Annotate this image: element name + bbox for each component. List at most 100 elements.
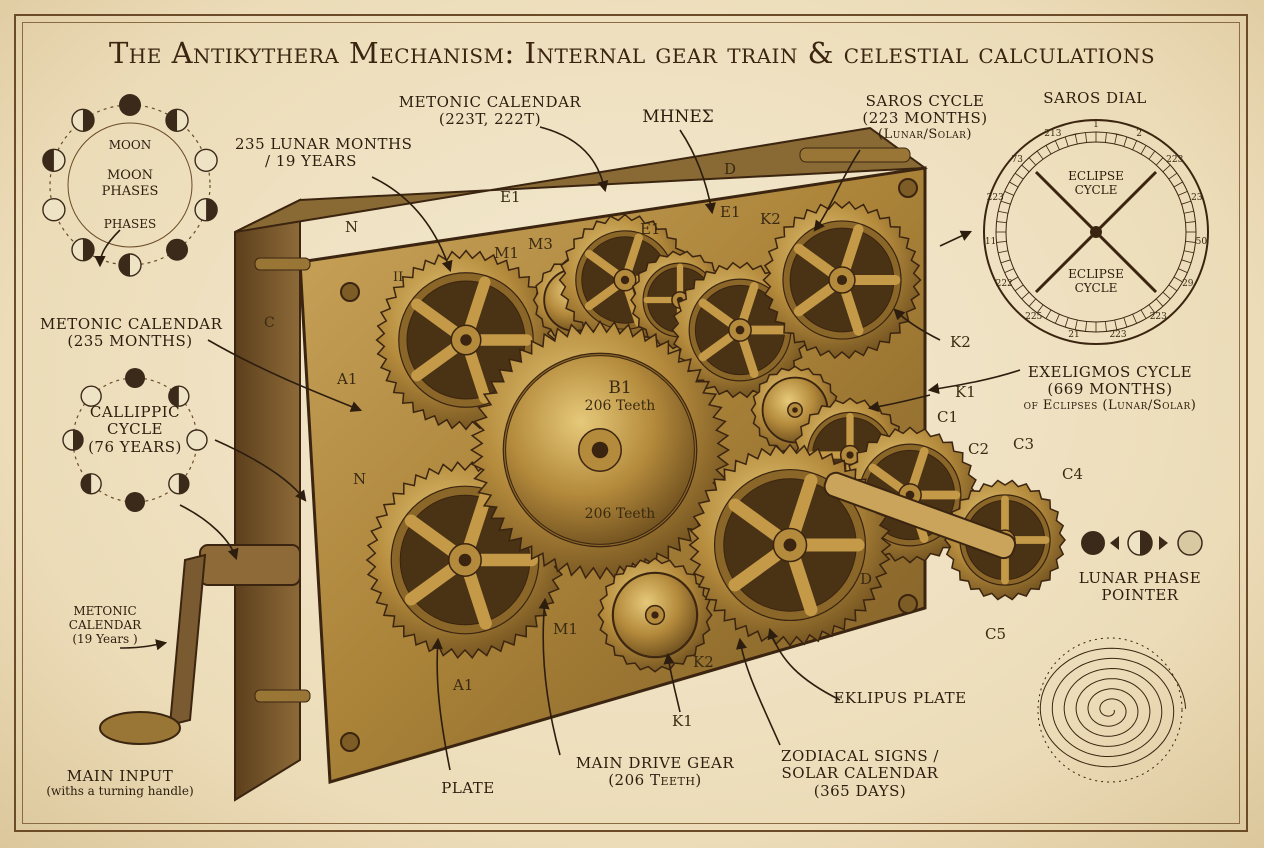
output-shaft (823, 471, 1017, 560)
moon-icon (166, 238, 189, 261)
spiral-dial-diagram (1037, 637, 1187, 783)
gear-saros (762, 200, 922, 360)
moon-phases-diagram (49, 104, 211, 266)
saros-dial-number: 213 (1044, 129, 1062, 140)
saros-dial-number: 11 (984, 237, 997, 248)
gear-b1-teeth-top: 206 Teeth (584, 398, 656, 414)
gear-letter-c1: C1 (937, 408, 959, 426)
gear-letter-e1-b: E1 (720, 203, 741, 221)
metonic-calendar-left-label: METONIC CALENDAR(235 MONTHS) (40, 315, 223, 351)
gear-letter-n-mid: N (353, 470, 367, 488)
gear-zodiacal (688, 443, 892, 647)
zodiacal-signs-label: ZODIACAL SIGNS /SOLAR CALENDAR(365 DAYS) (781, 747, 939, 800)
moon-phase-icons (42, 94, 218, 277)
gear-letter-k2-right: K2 (950, 333, 971, 351)
moon-icon (194, 198, 218, 222)
gear-letter-c3: C3 (1013, 435, 1035, 453)
gear-b1-main-drive (469, 319, 731, 581)
saros-dial-diagram (983, 119, 1209, 345)
saros-dial-number: 222 (995, 279, 1013, 289)
gear-k2-bottom (597, 557, 713, 673)
plate-label: PLATE (441, 779, 495, 797)
gear-letter-d-bottom: D (860, 570, 873, 588)
saros-dial-number: 23 (1191, 193, 1203, 204)
saros-dial-number: 223 (986, 193, 1004, 204)
gear-letter-k1-bottom: K1 (672, 712, 693, 730)
saros-dial-number: 2 (1136, 129, 1142, 140)
saros-dial-title: SAROS DIAL (1043, 89, 1147, 107)
rod-top (799, 147, 911, 163)
moon-icon (168, 473, 190, 495)
main-drive-gear-label: MAIN DRIVE GEAR(206 Teeth) (575, 754, 735, 790)
gear-letter-c5: C5 (985, 625, 1007, 643)
gear-letter-c2: C2 (968, 440, 990, 458)
exeligmos-cycle-label: EXELIGMOS CYCLE(669 MONTHS)of Eclipses (… (1023, 363, 1197, 413)
box-side-panel (234, 198, 301, 802)
gear-b1-label: B1 (608, 378, 632, 398)
saros-dial-number: 50 (1195, 237, 1208, 248)
turning-handle (99, 544, 301, 745)
moon-ring-bottom-label: PHASES (103, 217, 157, 231)
moon-icon (125, 492, 145, 512)
gear-e1-front (671, 261, 809, 399)
moon-icon (186, 429, 208, 451)
inner-frame (22, 22, 1240, 824)
gear-letter-k2-top: K2 (760, 210, 781, 228)
gear-letter-k2-bottom: K2 (693, 653, 714, 671)
moon-icon (194, 148, 218, 172)
saros-cycle-label: SAROS CYCLE(223 MONTHS)(Lunar/Solar) (862, 92, 988, 142)
moon-icon (165, 108, 189, 132)
moon-icon (42, 148, 66, 172)
moon-icon (168, 385, 190, 407)
diagram-title: The Antikythera Mechanism: Internal gear… (108, 36, 1156, 70)
menes-label: ΜΗΝΕΣ (642, 107, 714, 127)
moon-icon (80, 473, 102, 495)
outer-frame (14, 14, 1248, 832)
moon-ring-top-label: MOON (108, 138, 152, 152)
moon-icon (42, 198, 66, 222)
moon-icon (118, 253, 142, 277)
gear-letter-c4: C4 (1062, 465, 1084, 483)
saros-dial-number: 225 (1025, 311, 1043, 322)
lunar-months-label: 235 LUNAR MONTHS/ 19 YEARS (235, 135, 413, 171)
moon-phases-label-2: PHASES (101, 184, 159, 199)
main-input-label: MAIN INPUT(withs a turning handle) (46, 767, 194, 799)
gear-letter-c-side: C (264, 315, 275, 331)
saros-dial-number: 1 (1093, 120, 1099, 130)
moon-icon (62, 429, 84, 451)
gear-letter-m1-b: M1 (553, 620, 578, 638)
gear-e1-back (558, 213, 692, 347)
moon-phases-label-1: MOON (106, 168, 153, 183)
metonic-calendar-top-label: METONIC CALENDAR(223T, 222T) (398, 93, 582, 129)
leader-arrows (94, 126, 1021, 771)
saros-dial-number: 223 (1149, 311, 1167, 322)
saros-dial-number: 73 (1011, 155, 1023, 166)
saros-dial-number: 29 (1182, 279, 1194, 289)
rod-left-bottom (254, 689, 311, 703)
gear-letter-m3: M3 (528, 235, 553, 253)
saros-dial-number: 223 (1166, 155, 1184, 166)
gear-letter-e1-c: E1 (640, 220, 661, 238)
lunar-phase-pointer-icons (1081, 530, 1203, 556)
gear-letter-d-top: D (724, 160, 737, 178)
moon-icon (71, 108, 95, 132)
gear-letter-a1-left: A1 (337, 370, 358, 388)
gear-letter-k1-right: K1 (955, 383, 976, 401)
gear-letter-e1-a: E1 (500, 188, 521, 206)
eklipus-plate-label: EKLIPUS PLATE (833, 689, 967, 707)
moon-icon (71, 238, 95, 262)
callippic-moon-icons (62, 368, 208, 512)
moon-icon (119, 94, 141, 116)
gear-b1-teeth-bottom: 206 Teeth (584, 506, 656, 522)
gear-letter-a1-bottom: A1 (453, 676, 474, 694)
saros-dial-number: 223 (1109, 329, 1127, 340)
rod-left-top (254, 257, 311, 271)
moon-icon (80, 385, 102, 407)
gear-letter-ii: II (393, 270, 404, 285)
